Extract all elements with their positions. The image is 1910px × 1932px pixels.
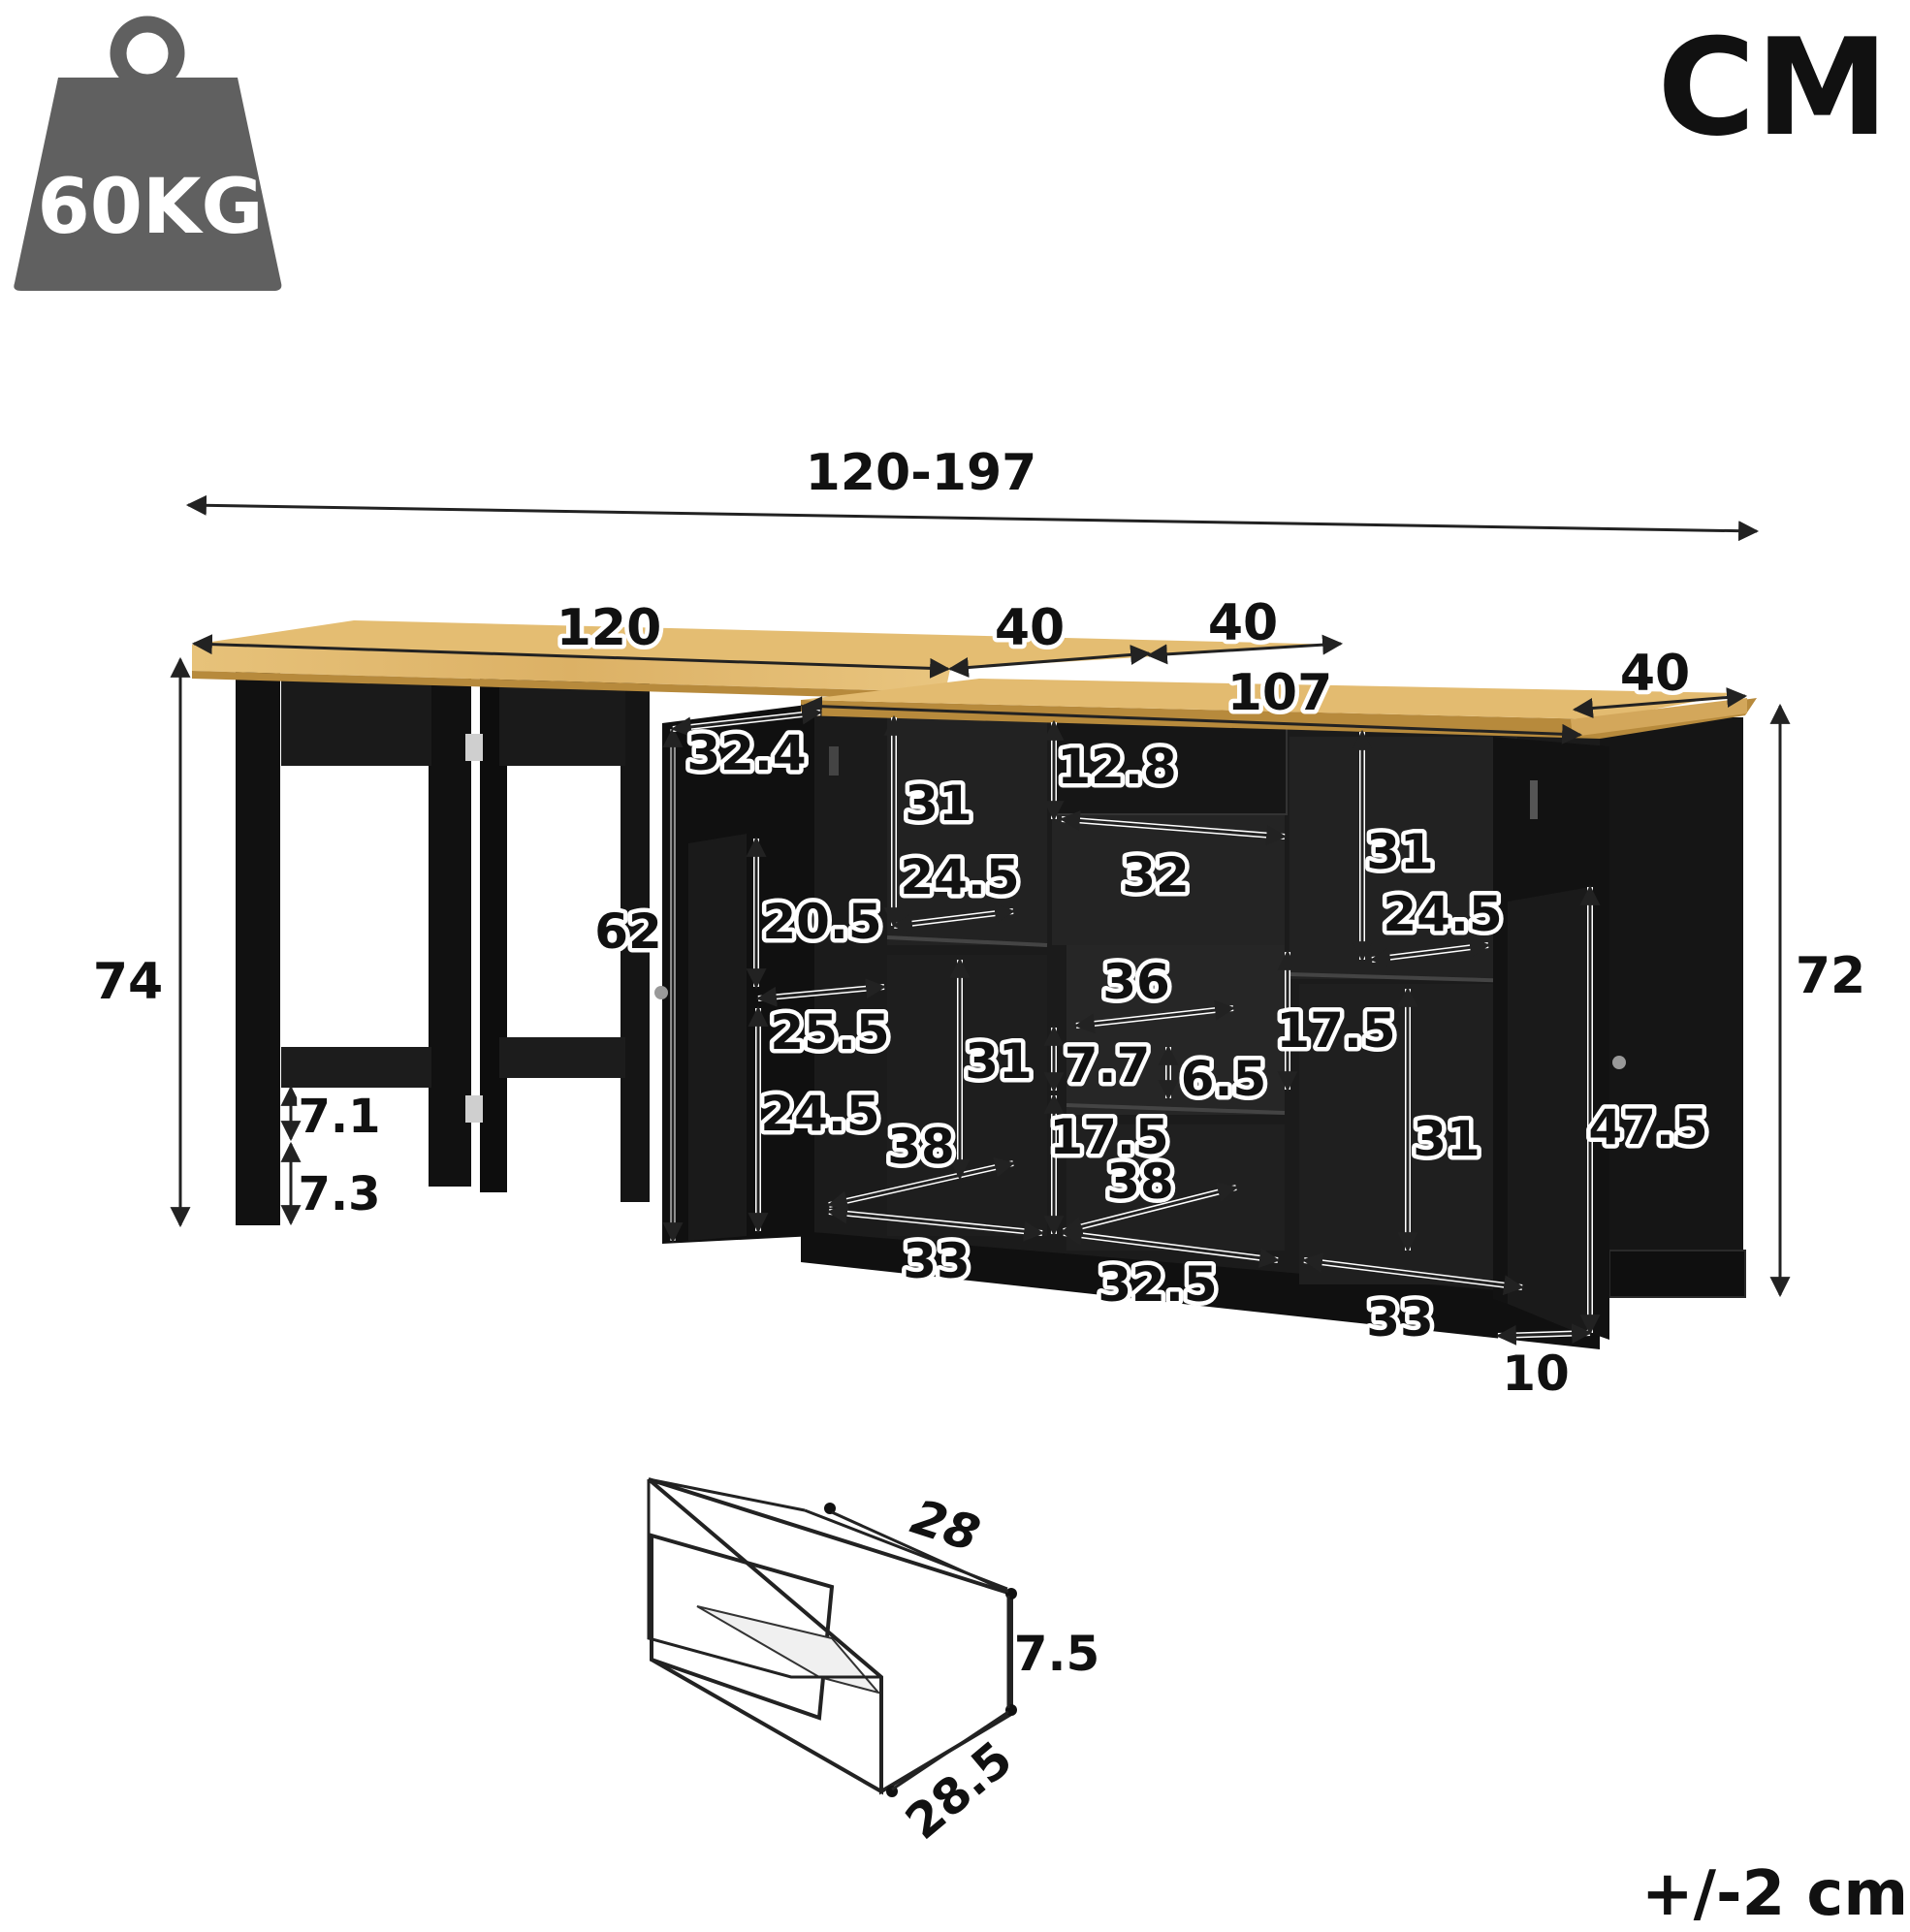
drawer-height-label: 7.5 <box>1014 1626 1100 1682</box>
mid-width-label: 32.5 <box>1098 1256 1217 1313</box>
weight-icon: 60KG <box>14 16 282 291</box>
drawer-height-dim-label: 12.8 <box>1057 739 1176 795</box>
right-upper-depth-label: 24.5 <box>1383 886 1502 942</box>
foot-b-label: 7.3 <box>298 1167 380 1221</box>
right-width-label: 33 <box>1366 1291 1434 1347</box>
left-shelf-height-label: 31 <box>905 776 972 832</box>
overall-width-line <box>185 494 1760 542</box>
cabinet-height-label: 72 <box>1796 947 1865 1005</box>
interior-dimension-lines <box>670 704 1601 1346</box>
left-door-label: 32.4 <box>686 725 806 781</box>
door-height-label: 62 <box>594 903 662 960</box>
ext-depth-label: 40 <box>995 599 1065 657</box>
left-width-label: 33 <box>903 1233 971 1289</box>
wine-height-label: 7.7 <box>1065 1037 1151 1093</box>
mid-depth-label: 38 <box>1106 1154 1174 1210</box>
cabinet-top-label: 107 <box>1227 664 1333 722</box>
drawer-width-label: 28.5 <box>895 1730 1023 1851</box>
left-shelf-depth-label: 24.5 <box>900 849 1019 905</box>
right-lower-height-label: 31 <box>1413 1111 1480 1167</box>
overall-width-label: 120-197 <box>806 444 1037 502</box>
foot-a-label: 7.1 <box>298 1090 380 1144</box>
desk <box>192 620 1343 1225</box>
drawer-box: 28 7.5 28.5 <box>647 1477 1100 1851</box>
left-lower-height-label: 31 <box>965 1033 1033 1090</box>
wine-width-label: 36 <box>1102 954 1170 1010</box>
drawer-width-dim-label: 32 <box>1122 847 1190 903</box>
right-upper-height-label: 31 <box>1366 824 1434 880</box>
right-door-depth-label: 10 <box>1502 1346 1570 1402</box>
desk-height-label: 74 <box>93 953 163 1011</box>
door-rack-height2-label: 24.5 <box>760 1086 879 1142</box>
desk-width-label: 120 <box>557 599 662 657</box>
mid-height2-label: 17.5 <box>1049 1109 1168 1165</box>
weight-label: 60KG <box>37 164 263 251</box>
door-rack-width-label: 25.5 <box>770 1004 889 1061</box>
tolerance-label: +/-2 cm <box>1641 1858 1908 1930</box>
top-dimensions <box>191 634 1748 744</box>
mid-height-label: 17.5 <box>1276 1002 1395 1059</box>
right-door-height-label: 47.5 <box>1588 1099 1707 1156</box>
door-rack-height-label: 20.5 <box>762 894 881 950</box>
left-lower-depth-label: 38 <box>887 1119 955 1175</box>
top-depth-label: 40 <box>1620 645 1690 703</box>
ext-width-label: 40 <box>1208 594 1278 652</box>
wine-gap-label: 6.5 <box>1181 1051 1267 1107</box>
unit-label: CM <box>1657 10 1889 166</box>
